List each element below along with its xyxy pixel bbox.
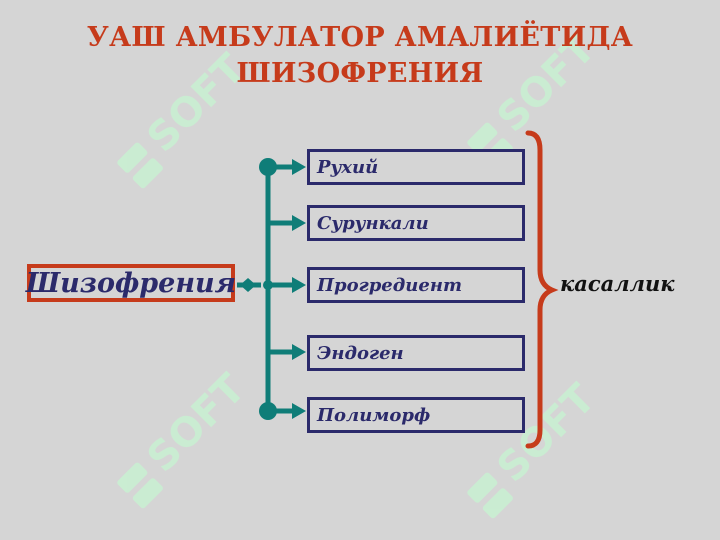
branch-arrow-5 bbox=[292, 403, 306, 419]
item-label: Сурункали bbox=[317, 212, 429, 234]
item-label: Рухий bbox=[317, 156, 379, 178]
main-connector-diamond bbox=[240, 278, 256, 292]
branch-arrow-3 bbox=[292, 277, 306, 293]
curly-brace bbox=[525, 130, 559, 449]
item-label: Прогредиент bbox=[317, 274, 462, 296]
item-box-endogen: Эндоген bbox=[307, 335, 525, 371]
title-line-1: УАШ АМБУЛАТОР АМАЛИЁТИДА bbox=[86, 22, 634, 53]
branch-arrow-4 bbox=[292, 344, 306, 360]
item-label: Полиморф bbox=[317, 404, 431, 426]
item-box-polimorf: Полиморф bbox=[307, 397, 525, 433]
item-box-rukhiy: Рухий bbox=[307, 149, 525, 185]
branch-arrow-1 bbox=[292, 159, 306, 175]
brace-label: касаллик bbox=[560, 271, 675, 296]
main-node-box: Шизофрения bbox=[25, 264, 237, 302]
item-box-progredient: Прогредиент bbox=[307, 267, 525, 303]
main-node-label: Шизофрения bbox=[25, 267, 237, 299]
branch-arrow-2 bbox=[292, 215, 306, 231]
page-title: УАШ АМБУЛАТОР АМАЛИЁТИДА ШИЗОФРЕНИЯ bbox=[0, 20, 720, 92]
item-box-surunkali: Сурункали bbox=[307, 205, 525, 241]
item-label: Эндоген bbox=[317, 342, 404, 364]
title-line-2: ШИЗОФРЕНИЯ bbox=[236, 58, 484, 89]
